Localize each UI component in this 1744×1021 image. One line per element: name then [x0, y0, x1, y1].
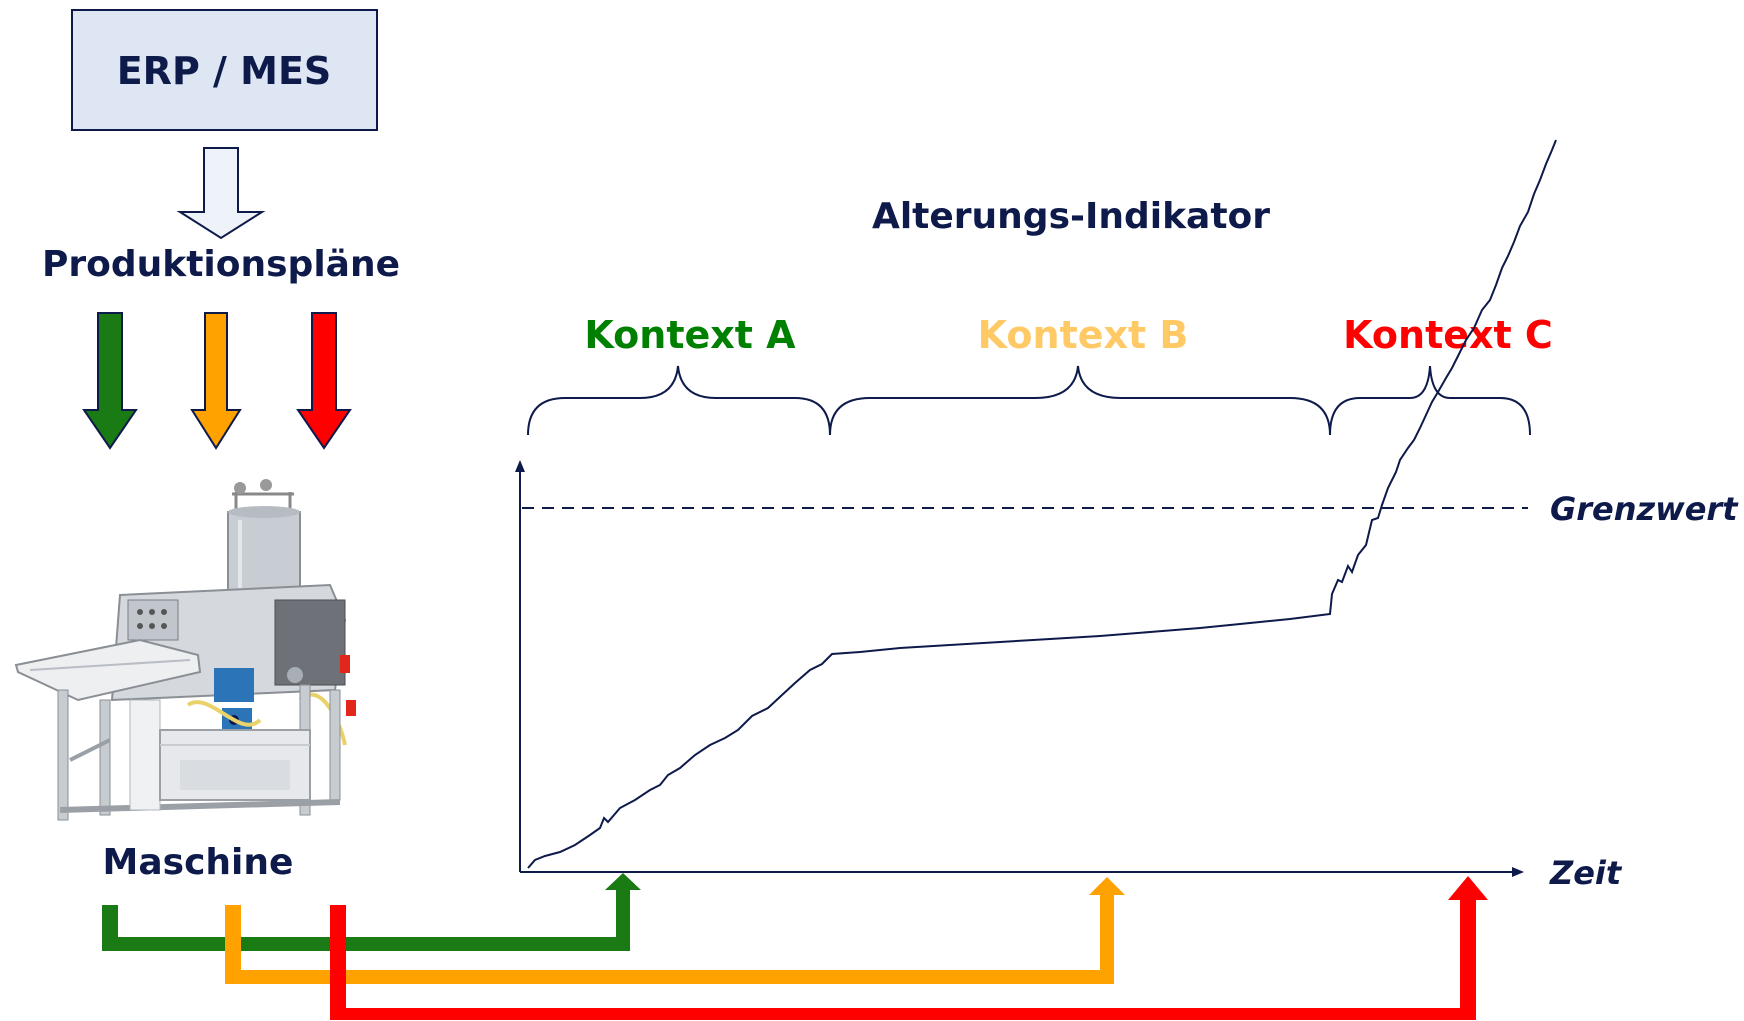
- threshold-label: Grenzwert: [1550, 490, 1739, 528]
- green-feedback-arrow: [102, 873, 641, 951]
- context-c-label: Kontext C: [1343, 313, 1553, 357]
- erp-mes-box: ERP / MES: [71, 9, 378, 131]
- context-c-brace: [1329, 365, 1531, 436]
- chart-title: Alterungs-Indikator: [872, 196, 1270, 237]
- context-a-label: Kontext A: [584, 313, 796, 357]
- erp-mes-label: ERP / MES: [117, 49, 332, 93]
- orange-feedback-arrow: [225, 877, 1125, 984]
- green-down-arrow-icon: [82, 312, 138, 450]
- orange-down-arrow-icon: [190, 312, 242, 450]
- x-axis-label: Zeit: [1549, 854, 1623, 892]
- production-plans-label: Produktionspläne: [42, 244, 400, 285]
- ageing-indicator-curve: [527, 139, 1557, 869]
- hollow-down-arrow-icon: [176, 147, 266, 240]
- context-b-label: Kontext B: [978, 313, 1189, 357]
- red-down-arrow-icon: [296, 312, 352, 450]
- machine-image: [14, 479, 356, 821]
- context-b-brace: [829, 365, 1331, 436]
- context-a-brace: [527, 365, 831, 436]
- machine-label: Maschine: [103, 842, 294, 883]
